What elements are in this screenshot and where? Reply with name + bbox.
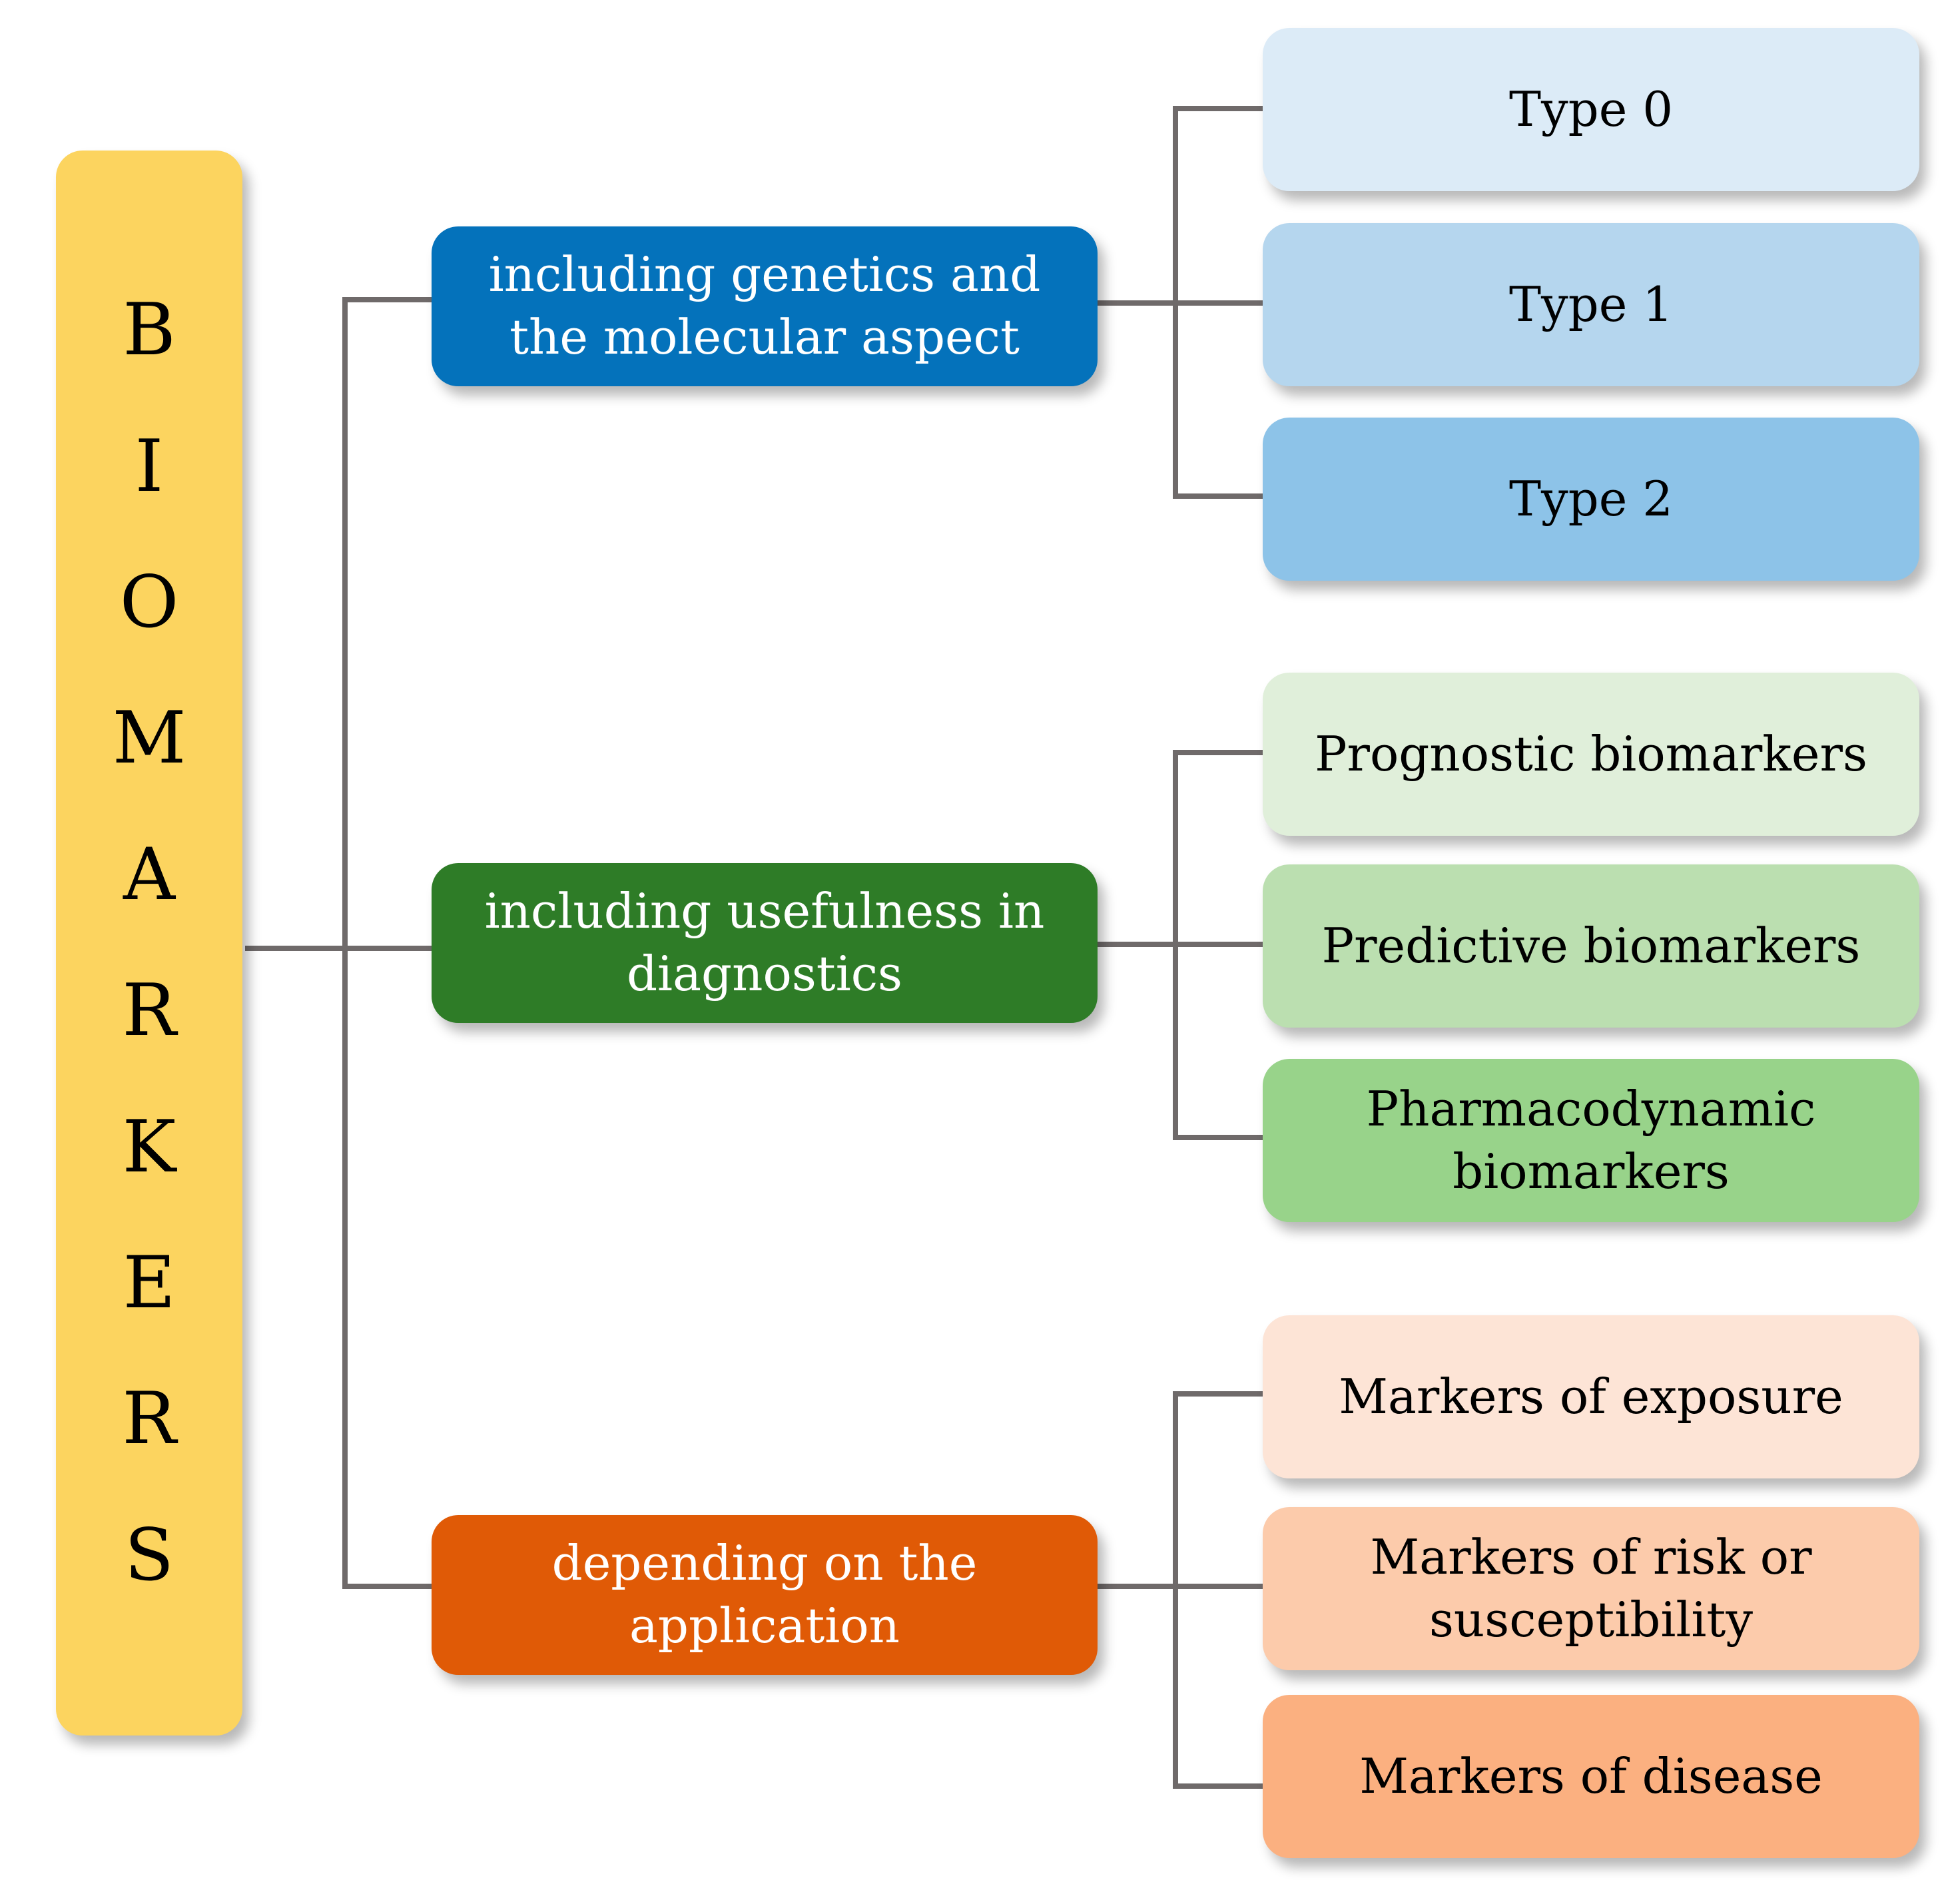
leaf-predictive-biomarkers: Predictive biomarkers xyxy=(1263,864,1919,1028)
root-letter: R xyxy=(122,1377,176,1461)
category-genetics-molecular: including genetics and the molecular asp… xyxy=(432,226,1098,386)
root-biomarkers-box: B I O M A R K E R S xyxy=(56,151,242,1736)
leaf-type-0: Type 0 xyxy=(1263,28,1919,191)
root-letter: K xyxy=(122,1105,176,1189)
root-letter: B xyxy=(123,288,176,372)
category-application: depending on the application xyxy=(432,1515,1098,1675)
root-letter: O xyxy=(119,561,179,645)
root-letter: I xyxy=(135,424,164,508)
leaf-type-1: Type 1 xyxy=(1263,223,1919,386)
root-letter: R xyxy=(122,969,176,1053)
leaf-markers-of-exposure: Markers of exposure xyxy=(1263,1315,1919,1478)
root-letter: A xyxy=(123,832,175,916)
category-diagnostics: including usefulness in diagnostics xyxy=(432,863,1098,1023)
root-letter: E xyxy=(123,1241,176,1325)
leaf-type-2: Type 2 xyxy=(1263,418,1919,581)
root-letter: S xyxy=(125,1513,174,1597)
leaf-pharmacodynamic-biomarkers: Pharmacodynamic biomarkers xyxy=(1263,1059,1919,1222)
leaf-markers-of-disease: Markers of disease xyxy=(1263,1695,1919,1858)
leaf-prognostic-biomarkers: Prognostic biomarkers xyxy=(1263,673,1919,836)
leaf-markers-of-risk: Markers of risk or susceptibility xyxy=(1263,1507,1919,1670)
root-letter: M xyxy=(112,697,186,781)
